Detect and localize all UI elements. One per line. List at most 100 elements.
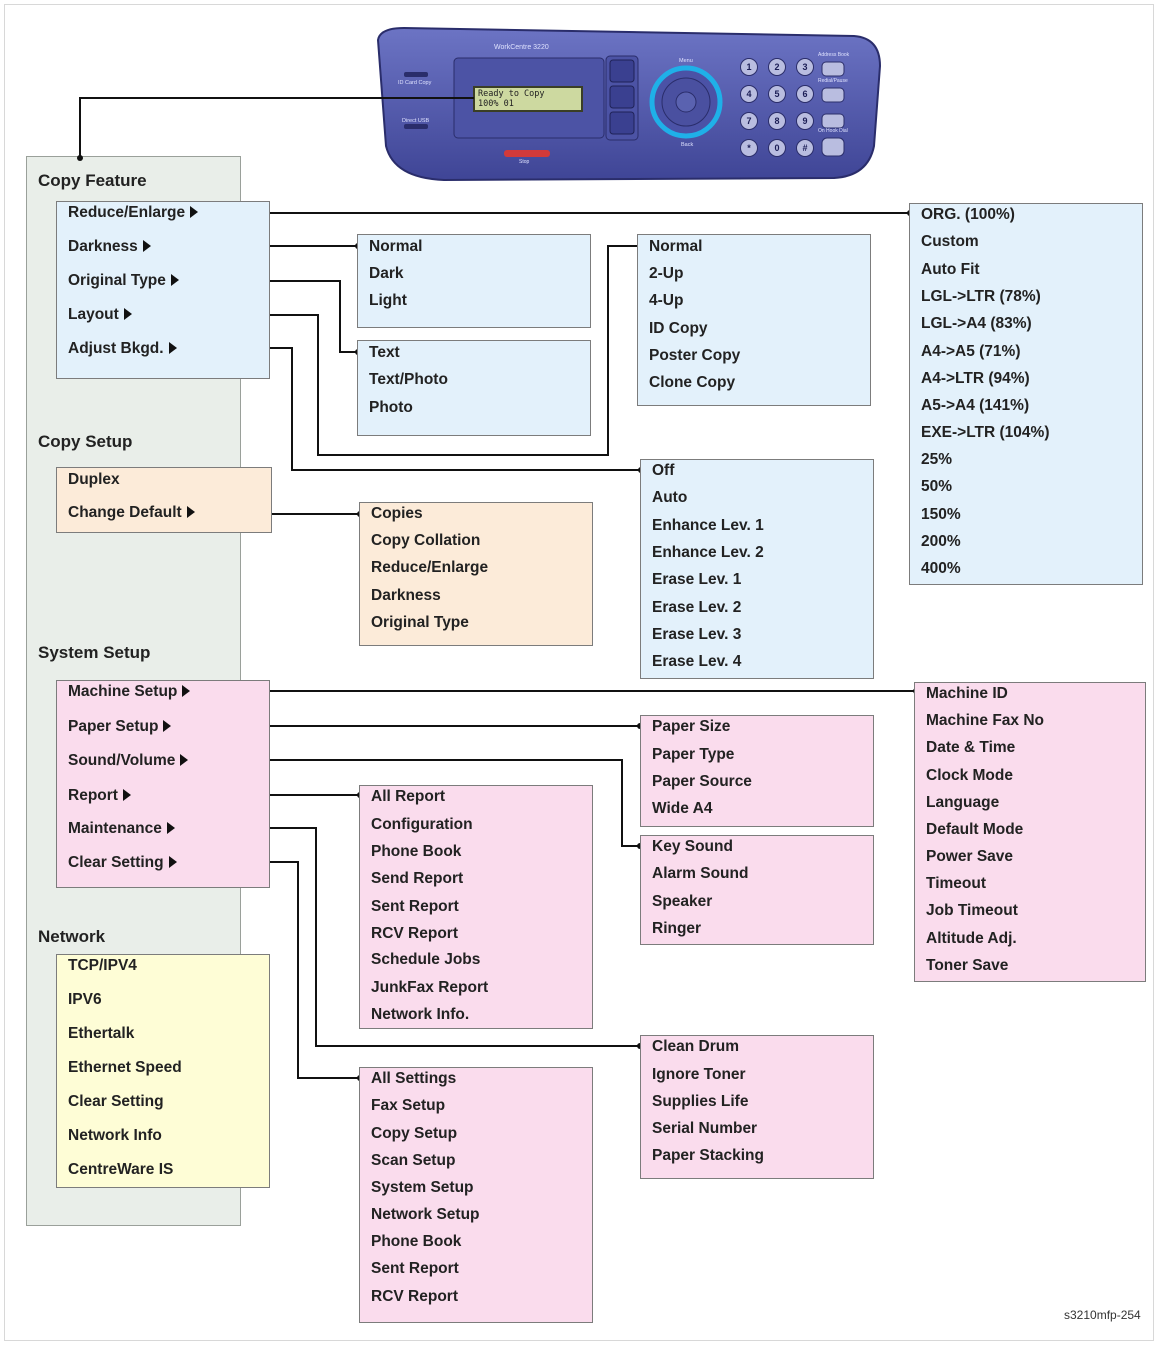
submenu-item[interactable]: Timeout (926, 875, 986, 892)
submenu-item[interactable]: JunkFax Report (371, 979, 489, 996)
submenu-item[interactable]: Erase Lev. 3 (652, 626, 742, 643)
submenu-item[interactable]: Scan Setup (371, 1152, 456, 1169)
submenu-item[interactable]: Speaker (652, 893, 713, 910)
submenu-item[interactable]: Machine Fax No (926, 712, 1044, 729)
menu-item-network-clear-setting[interactable]: Clear Setting (68, 1093, 164, 1110)
submenu-item[interactable]: Default Mode (926, 821, 1024, 838)
keypad-key[interactable]: 3 (796, 58, 814, 76)
submenu-item[interactable]: Clock Mode (926, 767, 1013, 784)
keypad-key[interactable]: 6 (796, 85, 814, 103)
submenu-item[interactable]: Enhance Lev. 1 (652, 517, 764, 534)
keypad-key[interactable]: * (740, 139, 758, 157)
submenu-item[interactable]: LGL->A4 (83%) (921, 315, 1032, 332)
submenu-item[interactable]: Key Sound (652, 838, 733, 855)
submenu-item[interactable]: Language (926, 794, 1000, 811)
menu-item-layout[interactable]: Layout (68, 306, 132, 324)
menu-item-original-type[interactable]: Original Type (68, 272, 179, 290)
menu-item-report[interactable]: Report (68, 787, 131, 805)
submenu-item[interactable]: A4->A5 (71%) (921, 343, 1021, 360)
submenu-item[interactable]: 50% (921, 478, 953, 495)
submenu-item[interactable]: Schedule Jobs (371, 951, 481, 968)
menu-item-ethernet-speed[interactable]: Ethernet Speed (68, 1059, 182, 1076)
submenu-item[interactable]: RCV Report (371, 1288, 458, 1305)
keypad-key[interactable]: 7 (740, 112, 758, 130)
menu-item-clear-setting[interactable]: Clear Setting (68, 854, 177, 872)
submenu-item[interactable]: Custom (921, 233, 979, 250)
submenu-item[interactable]: Auto Fit (921, 261, 980, 278)
submenu-item[interactable]: Copy Setup (371, 1125, 458, 1142)
keypad-key[interactable]: 4 (740, 85, 758, 103)
submenu-item[interactable]: Machine ID (926, 685, 1008, 702)
submenu-item[interactable]: Supplies Life (652, 1093, 749, 1110)
submenu-item[interactable]: Text/Photo (369, 371, 448, 388)
submenu-item[interactable]: Job Timeout (926, 902, 1018, 919)
menu-item-change-default[interactable]: Change Default (68, 504, 195, 522)
submenu-item[interactable]: 400% (921, 560, 961, 577)
menu-item-centreware-is[interactable]: CentreWare IS (68, 1161, 174, 1178)
submenu-item[interactable]: ID Copy (649, 320, 708, 337)
keypad-key[interactable]: 9 (796, 112, 814, 130)
submenu-item[interactable]: Poster Copy (649, 347, 741, 364)
submenu-item[interactable]: Erase Lev. 2 (652, 599, 742, 616)
submenu-item[interactable]: Network Info. (371, 1006, 470, 1023)
menu-item-tcp-ipv4[interactable]: TCP/IPV4 (68, 957, 137, 974)
keypad-key[interactable]: 8 (768, 112, 786, 130)
submenu-item[interactable]: Toner Save (926, 957, 1009, 974)
submenu-item[interactable]: Ringer (652, 920, 702, 937)
submenu-item[interactable]: Send Report (371, 870, 464, 887)
keypad-key[interactable]: 1 (740, 58, 758, 76)
submenu-item[interactable]: Alarm Sound (652, 865, 749, 882)
submenu-item[interactable]: Darkness (371, 587, 441, 604)
submenu-item[interactable]: Normal (649, 238, 703, 255)
submenu-item[interactable]: Power Save (926, 848, 1014, 865)
menu-item-duplex[interactable]: Duplex (68, 471, 120, 488)
submenu-item[interactable]: Original Type (371, 614, 469, 631)
submenu-item[interactable]: RCV Report (371, 925, 458, 942)
submenu-item[interactable]: Erase Lev. 4 (652, 653, 742, 670)
submenu-item[interactable]: Text (369, 344, 400, 361)
menu-item-maintenance[interactable]: Maintenance (68, 820, 175, 838)
submenu-item[interactable]: 2-Up (649, 265, 684, 282)
submenu-item[interactable]: Fax Setup (371, 1097, 446, 1114)
submenu-item[interactable]: A5->A4 (141%) (921, 397, 1030, 414)
keypad-key[interactable]: 0 (768, 139, 786, 157)
submenu-item[interactable]: Paper Source (652, 773, 752, 790)
submenu-item[interactable]: Wide A4 (652, 800, 713, 817)
submenu-item[interactable]: 25% (921, 451, 953, 468)
submenu-item[interactable]: Phone Book (371, 1233, 462, 1250)
menu-item-adjust-bkgd[interactable]: Adjust Bkgd. (68, 340, 177, 358)
submenu-item[interactable]: Auto (652, 489, 688, 506)
submenu-item[interactable]: Dark (369, 265, 404, 282)
submenu-item[interactable]: Configuration (371, 816, 473, 833)
submenu-item[interactable]: Sent Report (371, 1260, 459, 1277)
submenu-item[interactable]: 200% (921, 533, 961, 550)
keypad-key[interactable]: 2 (768, 58, 786, 76)
submenu-item[interactable]: All Settings (371, 1070, 457, 1087)
submenu-item[interactable]: All Report (371, 788, 446, 805)
submenu-item[interactable]: 4-Up (649, 292, 684, 309)
submenu-item[interactable]: Paper Stacking (652, 1147, 764, 1164)
submenu-item[interactable]: 150% (921, 506, 961, 523)
submenu-item[interactable]: ORG. (100%) (921, 206, 1015, 223)
menu-item-sound-volume[interactable]: Sound/Volume (68, 752, 189, 770)
menu-item-machine-setup[interactable]: Machine Setup (68, 683, 191, 701)
submenu-item[interactable]: Copy Collation (371, 532, 481, 549)
submenu-item[interactable]: Erase Lev. 1 (652, 571, 742, 588)
menu-item-darkness[interactable]: Darkness (68, 238, 151, 256)
keypad-key[interactable]: 5 (768, 85, 786, 103)
submenu-item[interactable]: EXE->LTR (104%) (921, 424, 1050, 441)
submenu-item[interactable]: Sent Report (371, 898, 459, 915)
menu-item-network-info[interactable]: Network Info (68, 1127, 162, 1144)
submenu-item[interactable]: Phone Book (371, 843, 462, 860)
menu-item-reduce-enlarge[interactable]: Reduce/Enlarge (68, 204, 199, 222)
submenu-item[interactable]: Serial Number (652, 1120, 758, 1137)
submenu-item[interactable]: Off (652, 462, 675, 479)
submenu-item[interactable]: Reduce/Enlarge (371, 559, 489, 576)
keypad-key[interactable]: # (796, 139, 814, 157)
submenu-item[interactable]: Copies (371, 505, 423, 522)
submenu-item[interactable]: Light (369, 292, 407, 309)
submenu-item[interactable]: Clone Copy (649, 374, 736, 391)
submenu-item[interactable]: Date & Time (926, 739, 1016, 756)
menu-item-ethertalk[interactable]: Ethertalk (68, 1025, 135, 1042)
menu-item-paper-setup[interactable]: Paper Setup (68, 718, 172, 736)
